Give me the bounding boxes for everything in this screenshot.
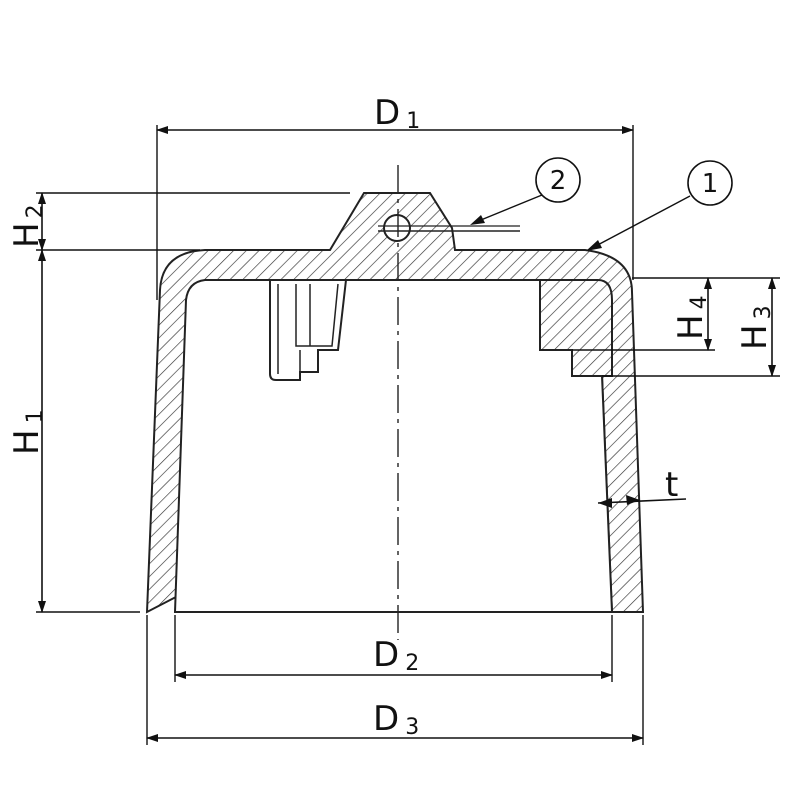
balloon-2 xyxy=(535,157,581,203)
balloon-1-number: 1 xyxy=(702,169,719,199)
balloon-1 xyxy=(687,160,733,206)
label-h1: H1 xyxy=(7,409,48,455)
dim-t-arrow-a xyxy=(598,498,612,508)
inner-clip xyxy=(269,279,348,381)
leader-2-arrow xyxy=(470,215,485,225)
leader-2 xyxy=(475,194,543,223)
leader-1-arrow xyxy=(586,240,602,251)
inner-clip-detail xyxy=(277,283,339,374)
label-h4: H4 xyxy=(671,295,712,340)
label-t: t xyxy=(665,465,678,505)
dim-t-arrow-b xyxy=(626,495,640,505)
label-h3: H3 xyxy=(735,305,776,350)
knob-hole xyxy=(383,214,411,242)
leader-1 xyxy=(591,195,691,249)
balloon-2-number: 2 xyxy=(550,166,567,196)
label-h2: H2 xyxy=(7,204,48,248)
dim-t xyxy=(597,498,687,504)
